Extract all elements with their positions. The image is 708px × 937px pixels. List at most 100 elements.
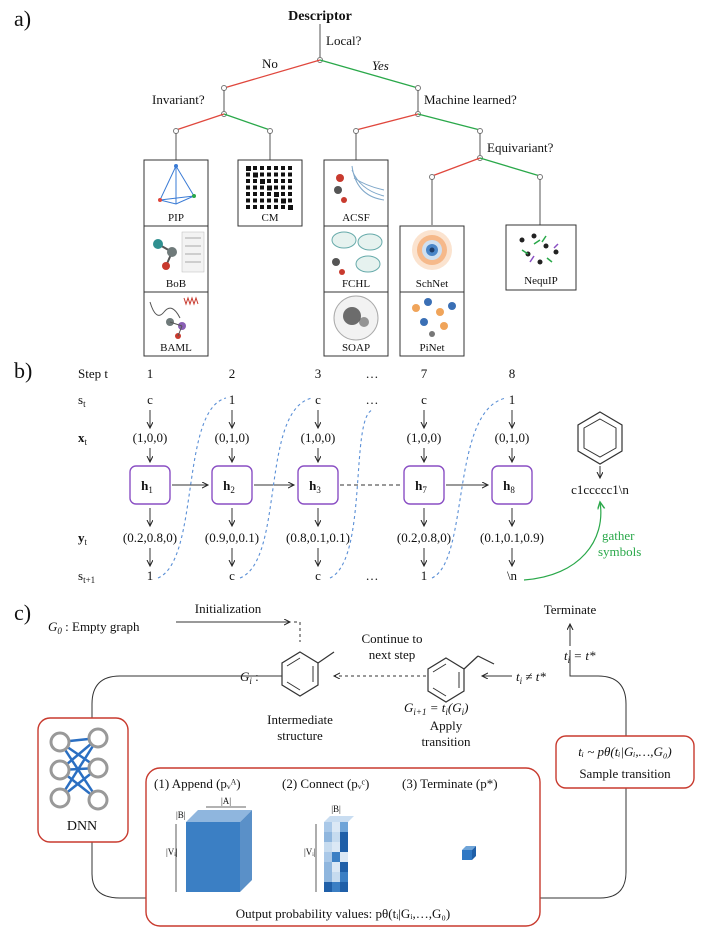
dnn-label: DNN bbox=[67, 819, 97, 834]
cm-matrix-cell bbox=[274, 172, 278, 177]
cm-label: CM bbox=[261, 212, 278, 224]
tensor-cell bbox=[332, 832, 340, 842]
hidden-state-h3: h3 bbox=[309, 478, 321, 495]
tensor-cell bbox=[222, 852, 231, 862]
row-label-step: Step t bbox=[78, 366, 108, 381]
tensor-cell bbox=[195, 862, 204, 872]
st-value: … bbox=[366, 392, 379, 407]
tree-node bbox=[415, 85, 421, 91]
cm-matrix-cell bbox=[246, 185, 250, 190]
cm-matrix-cell bbox=[246, 198, 250, 203]
tensor-cell bbox=[324, 872, 332, 882]
continue-label-1: Continue to bbox=[361, 631, 422, 646]
tensor-cell bbox=[324, 822, 332, 832]
terminate-label: Terminate bbox=[544, 602, 597, 617]
tensor-cell bbox=[186, 822, 195, 832]
tensor-cell bbox=[324, 882, 332, 892]
dim-v-label: |Vᵢ| bbox=[304, 847, 316, 857]
row-label-xt: xt bbox=[78, 430, 88, 447]
label-yes: Yes bbox=[372, 58, 389, 73]
tree-edge bbox=[431, 157, 481, 177]
tensor-cell bbox=[332, 872, 340, 882]
st1-value: … bbox=[366, 568, 379, 583]
yt-value: (0.9,0,0.1) bbox=[205, 530, 259, 545]
cm-matrix-cell bbox=[267, 166, 271, 170]
tensor-cell bbox=[186, 882, 195, 892]
tensor-cell bbox=[222, 832, 231, 842]
tensor-cell bbox=[222, 872, 231, 882]
st1-value: c bbox=[229, 568, 235, 583]
descriptor-bob: BoB bbox=[143, 225, 209, 293]
tree-node bbox=[353, 128, 359, 134]
cm-matrix-cell bbox=[260, 185, 264, 190]
dim-b-label: |B| bbox=[331, 804, 341, 814]
panel-label-a: a) bbox=[14, 6, 31, 31]
tensor-cell bbox=[213, 862, 222, 872]
panel-label-c: c) bbox=[14, 600, 31, 625]
cm-matrix-cell bbox=[260, 205, 264, 209]
cm-matrix-cell bbox=[288, 192, 292, 196]
dim-v-label: |Vᵢ| bbox=[166, 847, 178, 857]
descriptor-title: Descriptor bbox=[288, 9, 352, 24]
tensor-cell bbox=[222, 882, 231, 892]
tree-edge bbox=[355, 113, 419, 131]
row-label-yt: yt bbox=[78, 530, 88, 547]
tree-edge bbox=[417, 113, 481, 131]
tensor-cell bbox=[340, 852, 348, 862]
tree-node bbox=[429, 174, 435, 180]
cm-matrix-cell bbox=[253, 198, 257, 203]
tensor-cell bbox=[340, 882, 348, 892]
tensor-cell bbox=[204, 832, 213, 842]
tensor-cell bbox=[222, 862, 231, 872]
cm-matrix-cell bbox=[267, 185, 272, 191]
tensor-cell bbox=[340, 832, 348, 842]
toluene-structure bbox=[281, 651, 335, 697]
tree-node bbox=[173, 128, 179, 134]
cm-matrix-cell bbox=[281, 166, 285, 170]
bob-label: BoB bbox=[166, 278, 186, 290]
cm-matrix-cell bbox=[274, 192, 279, 197]
xt-value: (0,1,0) bbox=[215, 430, 250, 445]
cm-matrix-cell bbox=[274, 166, 278, 170]
cm-matrix-cell bbox=[267, 198, 271, 203]
st-value: c bbox=[147, 392, 153, 407]
panel-label-b: b) bbox=[14, 358, 32, 383]
apply-label-2: transition bbox=[421, 734, 471, 749]
cm-matrix-cell bbox=[253, 185, 257, 190]
tensor-cell bbox=[213, 872, 222, 882]
cm-matrix-cell bbox=[246, 166, 251, 171]
tensor-cell bbox=[231, 862, 240, 872]
tensor-cell bbox=[204, 842, 213, 852]
feedback-curves bbox=[157, 397, 507, 579]
tensor-cell bbox=[324, 832, 332, 842]
tensor-cell bbox=[332, 862, 340, 872]
hidden-state-h1: h1 bbox=[141, 478, 153, 495]
intermediate-label-1: Intermediate bbox=[267, 712, 333, 727]
cm-matrix-cell bbox=[281, 179, 285, 183]
tree-node bbox=[267, 128, 273, 134]
st1-value: c bbox=[315, 568, 321, 583]
question-equivariant: Equivariant? bbox=[487, 140, 554, 155]
tensor-cell bbox=[195, 872, 204, 882]
fchl-label: FCHL bbox=[342, 278, 370, 290]
tree-edge-no bbox=[223, 59, 321, 89]
cm-matrix-cell bbox=[281, 205, 285, 209]
question-local: Local? bbox=[326, 33, 362, 48]
tree-node bbox=[221, 85, 227, 91]
tree-node bbox=[477, 128, 483, 134]
tensor-cell bbox=[186, 862, 195, 872]
yt-value: (0.2,0.8,0) bbox=[397, 530, 451, 545]
question-invariant: Invariant? bbox=[152, 92, 205, 107]
cm-matrix-cell bbox=[274, 205, 278, 209]
cm-matrix-cell bbox=[260, 166, 264, 170]
step-number: 1 bbox=[147, 366, 154, 381]
gather-arrow bbox=[523, 502, 601, 581]
append-tensor: |B| |A| |Vᵢ| bbox=[166, 796, 252, 892]
tensor-cell bbox=[340, 842, 348, 852]
tensor-cell bbox=[231, 822, 240, 832]
xt-value: (1,0,0) bbox=[133, 430, 168, 445]
loop-line bbox=[91, 842, 146, 899]
xt-value: (0,1,0) bbox=[495, 430, 530, 445]
cm-matrix-cell bbox=[274, 185, 278, 190]
step-number: 7 bbox=[421, 366, 428, 381]
